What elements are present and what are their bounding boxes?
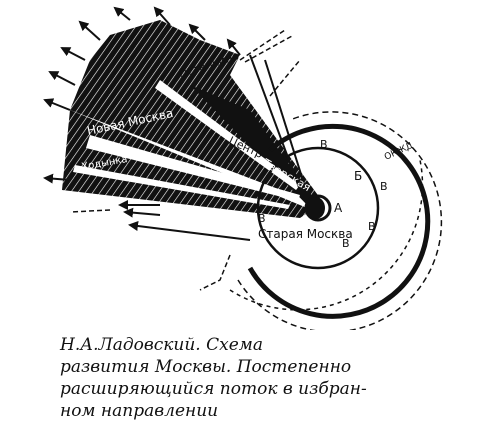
- label-staraya-moskva: Старая Москва: [258, 227, 353, 241]
- city-rings: [229, 111, 443, 330]
- ring-v-outer: [229, 159, 424, 311]
- ring-a: [304, 194, 332, 222]
- figure-caption: Н.А.Ладовский. Схема развития Москвы. По…: [60, 334, 460, 422]
- label-zone-v-1: В: [320, 138, 328, 151]
- label-zone-v-3: В: [368, 220, 376, 233]
- caption-line-2: развития Москвы. Постепенно: [60, 357, 352, 377]
- flow-arrows: [43, 6, 251, 241]
- radial-lines: [249, 54, 307, 191]
- ring-v-dashed: [237, 111, 443, 330]
- ring-b: [256, 146, 380, 270]
- caption-line-4: ном направлении: [60, 401, 219, 421]
- label-zone-a: А: [334, 201, 343, 215]
- caption-line-3: расширяющийся поток в избран-: [60, 379, 367, 399]
- label-zone-b: Б: [354, 169, 362, 183]
- caption-line-1: Н.А.Ладовский. Схема: [60, 335, 263, 355]
- label-zone-v-4: В: [342, 237, 350, 250]
- label-zone-v-2: В: [380, 180, 388, 193]
- ring-v: [247, 123, 431, 319]
- dashed-directions: [69, 29, 301, 291]
- flow-corridors: [73, 80, 300, 209]
- label-zone-v-5: В: [258, 212, 266, 225]
- old-moscow-core: [307, 197, 325, 219]
- moscow-development-scheme: Останкино Новая Москва Ходынка Центр Тве…: [43, 6, 443, 330]
